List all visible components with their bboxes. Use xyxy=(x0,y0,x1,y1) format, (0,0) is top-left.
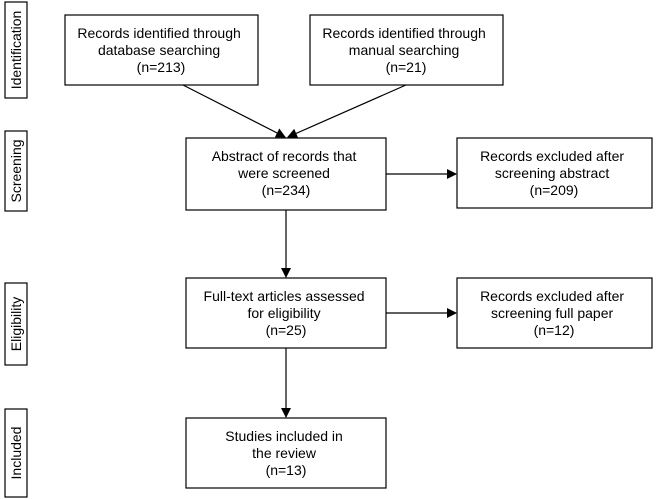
svg-text:Records excluded after s: Records excluded after screening full pa… xyxy=(480,288,628,338)
stage-eligibility-label: Eligibility xyxy=(8,297,24,351)
box-line: Records identified through xyxy=(322,25,485,41)
stage-eligibility: Eligibility xyxy=(4,282,28,366)
svg-text:Studies included in the: Studies included in the review (n=13) xyxy=(225,428,346,478)
svg-text:Records identified through: Records identified through manual search… xyxy=(322,25,489,75)
stage-identification-label: Identification xyxy=(8,11,24,90)
box-manual-search: Records identified through manual search… xyxy=(309,14,504,86)
box-line: Records excluded after xyxy=(480,288,624,304)
box-count: (n=213) xyxy=(137,59,186,75)
stage-included-label: Included xyxy=(8,427,24,480)
box-line: for eligibility xyxy=(247,305,320,321)
stage-screening: Screening xyxy=(4,130,28,212)
box-fulltext-assessed: Full-text articles assessed for eligibil… xyxy=(185,277,387,349)
arrow-database-to-screened xyxy=(182,84,286,138)
box-line: screening full paper xyxy=(491,305,614,321)
box-line: Records excluded after xyxy=(480,148,624,164)
box-line: screening abstract xyxy=(495,165,610,181)
box-count: (n=21) xyxy=(386,59,427,75)
stage-included: Included xyxy=(4,408,28,498)
box-screened: Abstract of records that were screened (… xyxy=(185,137,387,211)
box-line: Studies included in xyxy=(225,428,343,444)
stage-screening-label: Screening xyxy=(8,139,24,202)
box-line: the review xyxy=(252,445,317,461)
box-line: manual searching xyxy=(349,42,460,58)
arrow-manual-to-screened xyxy=(287,84,407,138)
box-studies-included: Studies included in the review (n=13) xyxy=(185,417,387,489)
box-count: (n=234) xyxy=(262,182,311,198)
svg-text:Abstract of records that: Abstract of records that were screened (… xyxy=(212,148,361,198)
box-line: Abstract of records that xyxy=(212,148,357,164)
box-line: were screened xyxy=(237,165,330,181)
box-excluded-fulltext: Records excluded after screening full pa… xyxy=(456,277,653,349)
stage-identification: Identification xyxy=(4,1,28,99)
box-line: Records identified through xyxy=(77,25,240,41)
box-count: (n=25) xyxy=(266,322,307,338)
box-line: Full-text articles assessed xyxy=(204,288,365,304)
box-line: database searching xyxy=(98,42,220,58)
box-database-search: Records identified through database sear… xyxy=(64,14,259,86)
svg-text:Records excluded after s: Records excluded after screening abstrac… xyxy=(480,148,628,198)
box-count: (n=12) xyxy=(534,322,575,338)
svg-text:Records identified through: Records identified through database sear… xyxy=(77,25,244,75)
box-count: (n=13) xyxy=(266,462,307,478)
svg-text:Full-text articles assessed: Full-text articles assessed for eligibil… xyxy=(204,288,369,338)
box-count: (n=209) xyxy=(530,182,579,198)
box-excluded-abstract: Records excluded after screening abstrac… xyxy=(456,137,653,209)
